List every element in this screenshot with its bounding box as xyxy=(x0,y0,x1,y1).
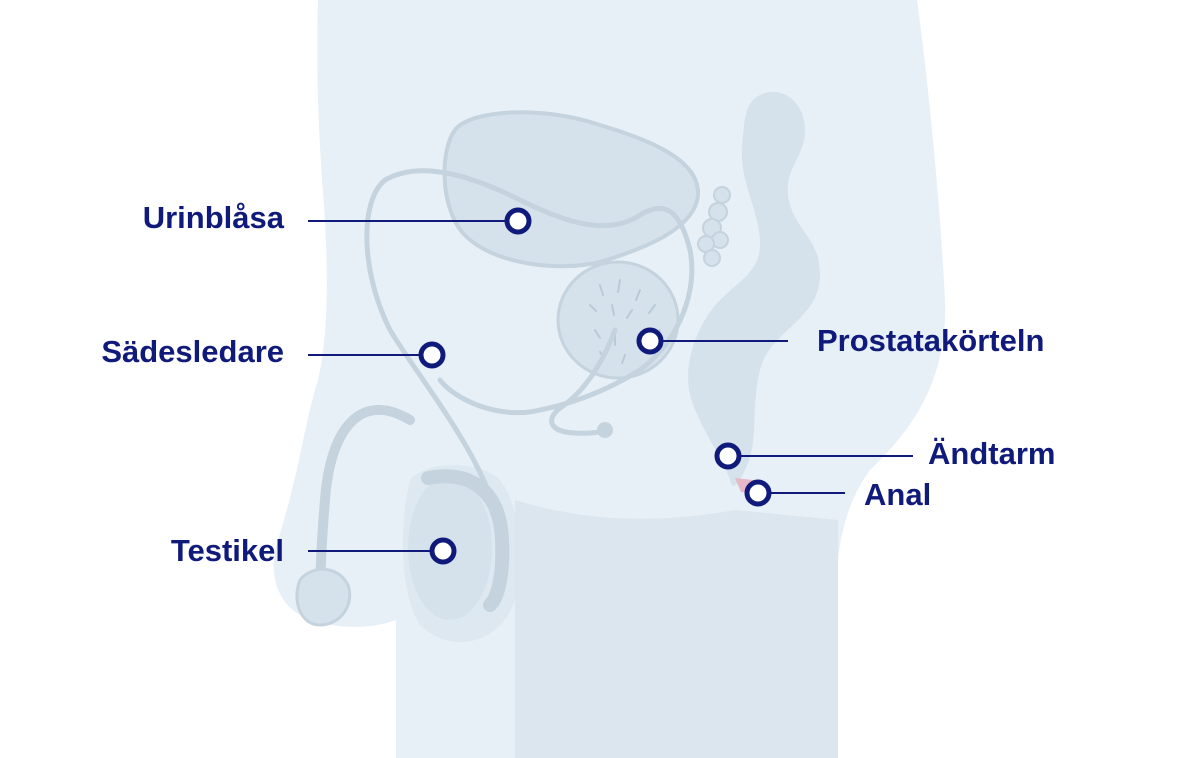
leader-lines xyxy=(308,220,913,552)
seminal-vesicle xyxy=(697,186,731,267)
urethra-tube xyxy=(549,327,618,436)
label-anal: Anal xyxy=(864,477,931,512)
vas-deferens-tube xyxy=(364,168,695,523)
rectum-shape xyxy=(688,91,820,487)
label-prostate: Prostatakörteln xyxy=(817,323,1044,358)
marker-prostate[interactable] xyxy=(636,327,664,355)
marker-bladder[interactable] xyxy=(504,207,532,235)
markers xyxy=(418,207,772,565)
labels: Urinblåsa Sädesledare Testikel Prostatak… xyxy=(101,200,1055,568)
epididymis-shape xyxy=(421,469,510,612)
label-vas-deferens: Sädesledare xyxy=(101,334,284,369)
marker-vas-deferens[interactable] xyxy=(418,341,446,369)
marker-testicle[interactable] xyxy=(429,537,457,565)
label-testicle: Testikel xyxy=(171,533,284,568)
urethra-bulb xyxy=(597,422,613,438)
label-bladder: Urinblåsa xyxy=(143,200,285,235)
prostate-shape xyxy=(556,260,680,380)
marker-anal[interactable] xyxy=(744,479,772,507)
marker-rectum[interactable] xyxy=(714,442,742,470)
glans-shape xyxy=(295,567,352,627)
inner-thigh-shape xyxy=(515,500,838,758)
label-rectum: Ändtarm xyxy=(928,436,1055,471)
body-silhouette xyxy=(273,0,946,758)
